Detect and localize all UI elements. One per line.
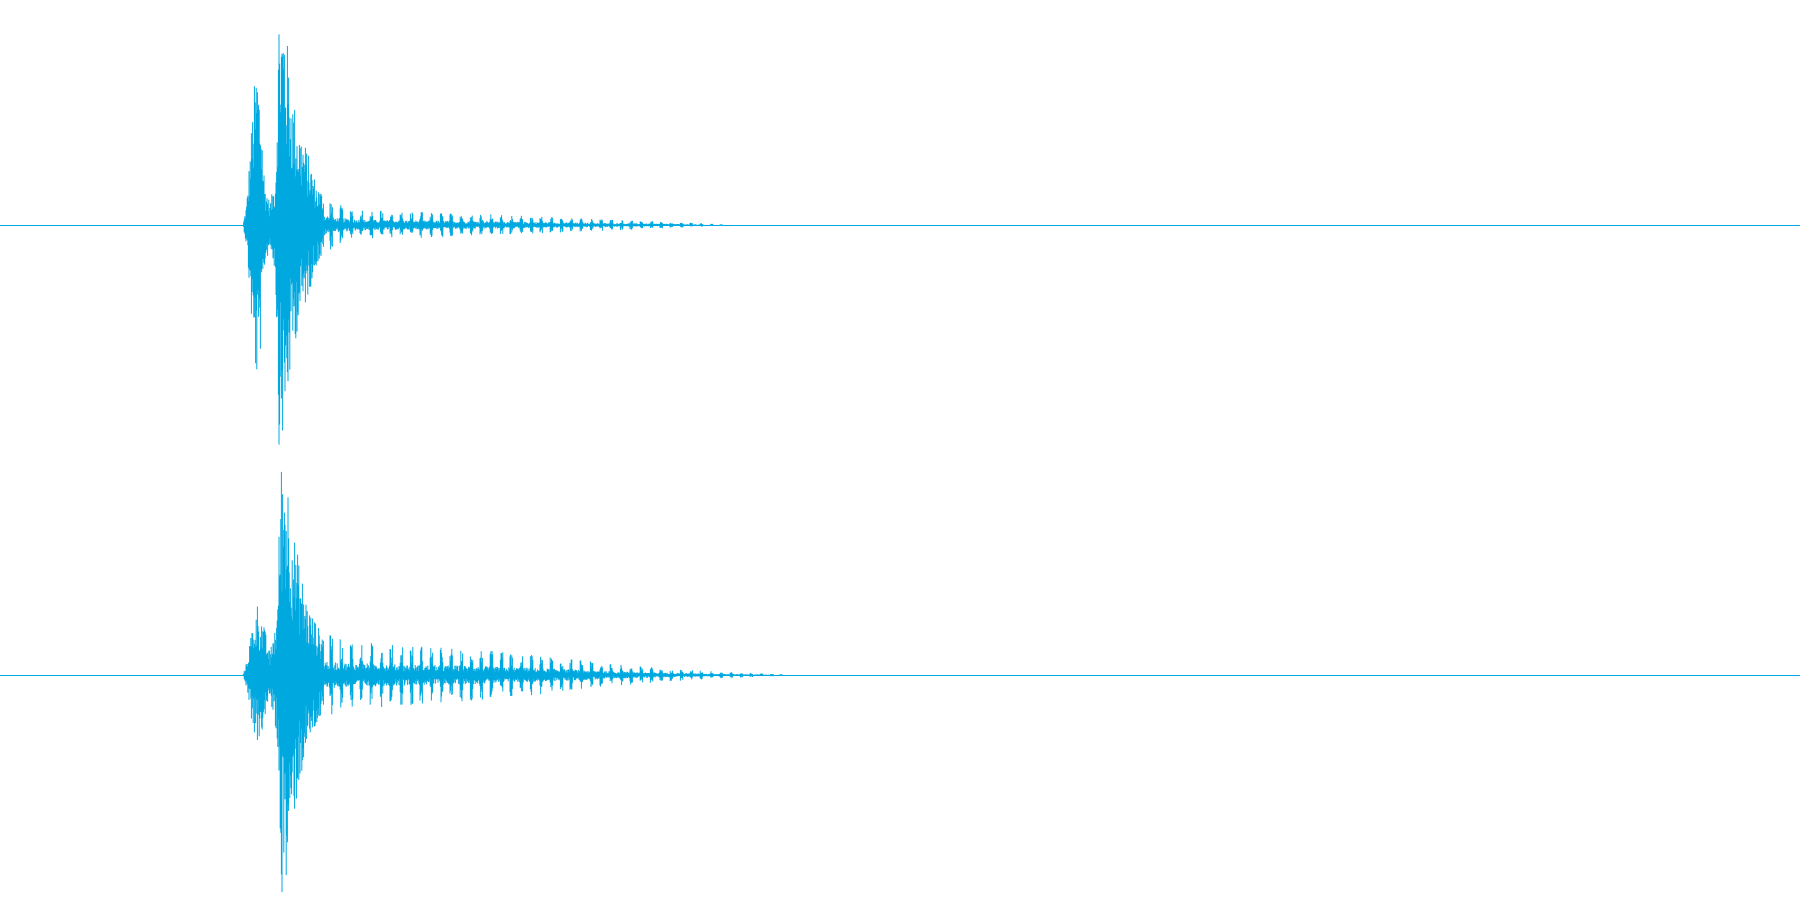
channel-1-waveform (0, 34, 1800, 445)
channel-2-samples (243, 471, 783, 892)
channel-2-waveform (0, 471, 1800, 892)
channel-1-samples (243, 34, 723, 445)
